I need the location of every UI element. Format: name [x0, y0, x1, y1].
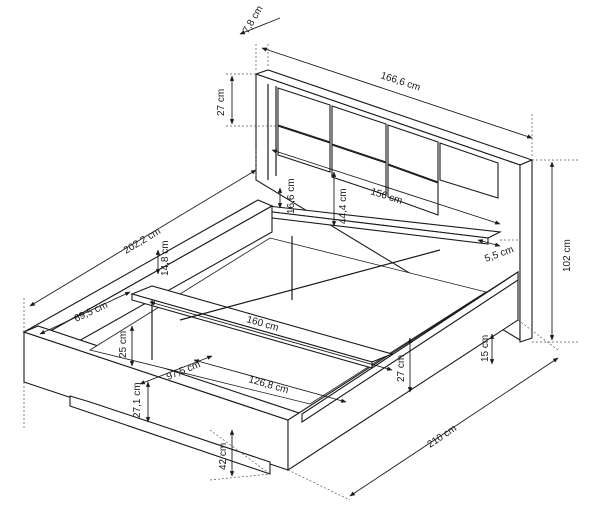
label-inner-height: 25 cm [118, 331, 129, 358]
plinth [69, 395, 271, 475]
label-headboard-width: 166,6 cm [379, 70, 422, 93]
label-frame-height: 27,1 cm [132, 382, 143, 418]
label-headboard-depth: 7,8 cm [241, 4, 266, 35]
dimension-lines [29, 17, 559, 497]
label-total-length: 202,2 cm [122, 226, 163, 257]
label-frame-length: 210 cm [426, 423, 459, 450]
label-leg-height: 15 cm [480, 335, 491, 362]
label-plinth-height: 42 cm [218, 443, 229, 470]
label-shelf-height: 16,6 cm [286, 178, 297, 214]
label-rail-height: 14,8 cm [160, 240, 171, 276]
label-side-rail-height: 27 cm [396, 355, 407, 382]
label-total-height: 102 cm [562, 239, 573, 272]
label-panel-height: 27 cm [216, 89, 227, 116]
label-headboard-upper: 44,4 cm [338, 188, 349, 224]
